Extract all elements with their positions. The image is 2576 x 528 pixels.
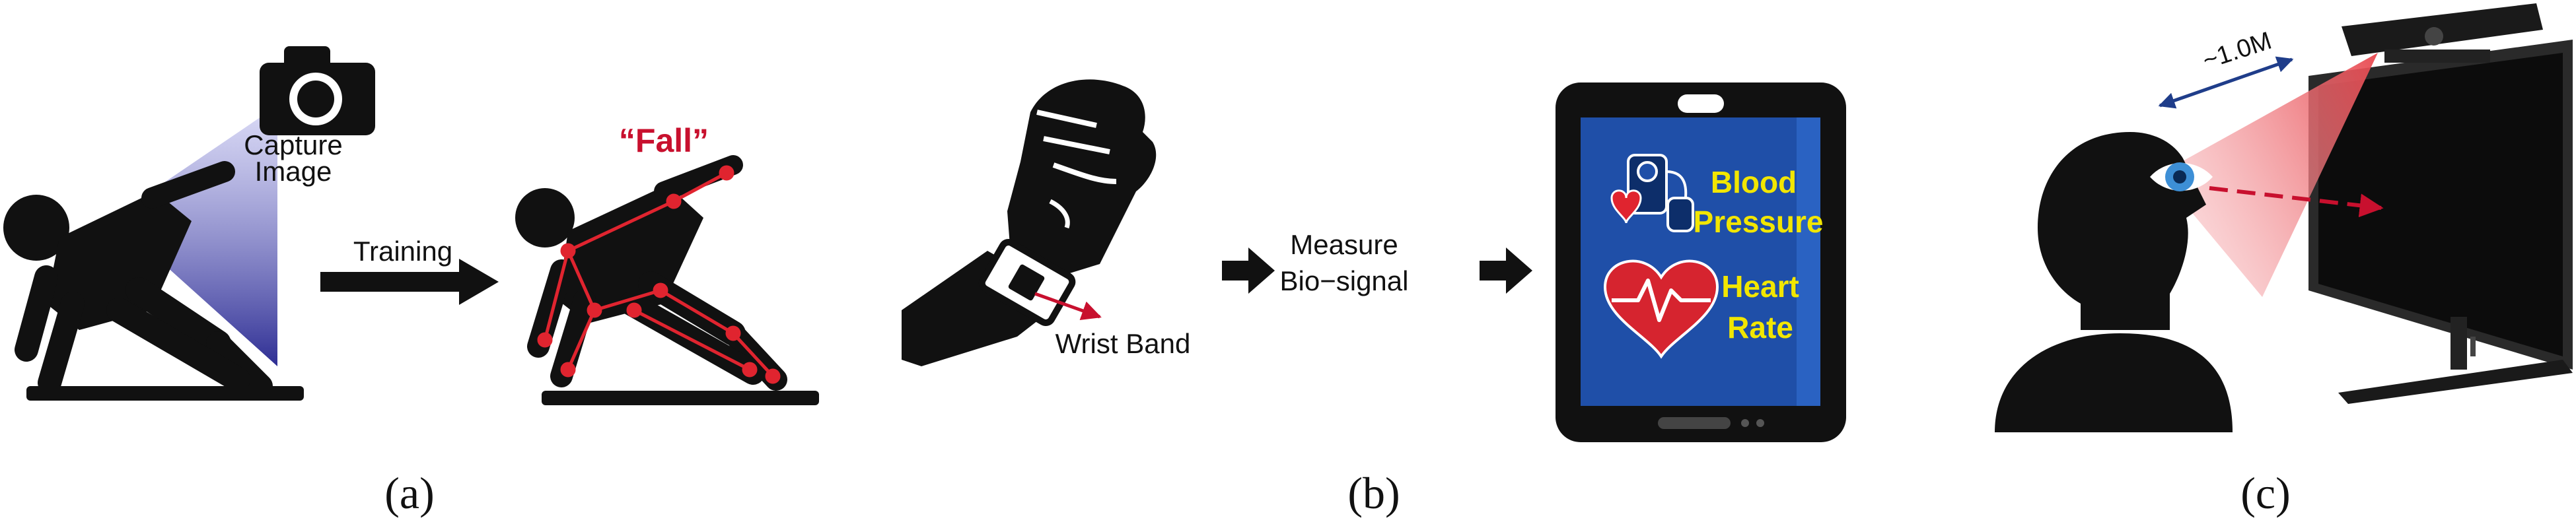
panel-c: ~1.0M (c) — [1995, 3, 2573, 518]
eye-icon — [2150, 162, 2213, 191]
fall-label: “Fall” — [619, 122, 709, 159]
floor-line — [26, 386, 304, 401]
measure-arrow-right — [1480, 248, 1532, 294]
tablet-text-rate: Rate — [1727, 310, 1793, 345]
raised-fist-icon — [902, 79, 1157, 366]
caption-c: (c) — [2240, 468, 2290, 518]
blood-pressure-monitor-icon — [1610, 154, 1694, 232]
heart-rate-icon — [1603, 259, 1719, 359]
camera-label-line1: Capture — [244, 129, 342, 160]
caption-a: (a) — [384, 468, 434, 518]
gaze-direction-arrow — [2209, 186, 2384, 218]
panel-a: Capture Image Training “Fall” — [3, 46, 819, 518]
tablet-text-heart: Heart — [1721, 269, 1799, 304]
camera-icon — [260, 46, 375, 135]
falling-person-icon — [3, 161, 273, 398]
camera-beam — [112, 106, 277, 366]
pose-skeleton-icon — [515, 155, 787, 391]
measure-label-line2: Bio−signal — [1280, 265, 1409, 296]
training-label: Training — [353, 236, 452, 267]
camera-label-line2: Image — [255, 156, 332, 187]
panel-b: Wrist Band Measure Bio−signal — [902, 79, 1846, 518]
band-pointer-arrow — [1034, 292, 1102, 321]
pose-keypoints — [537, 165, 781, 384]
monitor-icon — [2308, 40, 2573, 404]
caption-b: (b) — [1347, 468, 1400, 518]
tablet-text-blood: Blood — [1711, 165, 1797, 199]
floor-line-result — [542, 391, 819, 405]
webcam-icon — [2342, 3, 2543, 63]
training-arrow — [320, 259, 499, 305]
measure-label-line1: Measure — [1290, 229, 1398, 260]
gaze-beam — [2170, 53, 2378, 297]
tablet-text-pressure: Pressure — [1694, 205, 1824, 239]
measure-arrow-left — [1222, 248, 1275, 294]
distance-arrow — [2158, 56, 2294, 109]
wrist-band-label: Wrist Band — [1055, 328, 1191, 359]
